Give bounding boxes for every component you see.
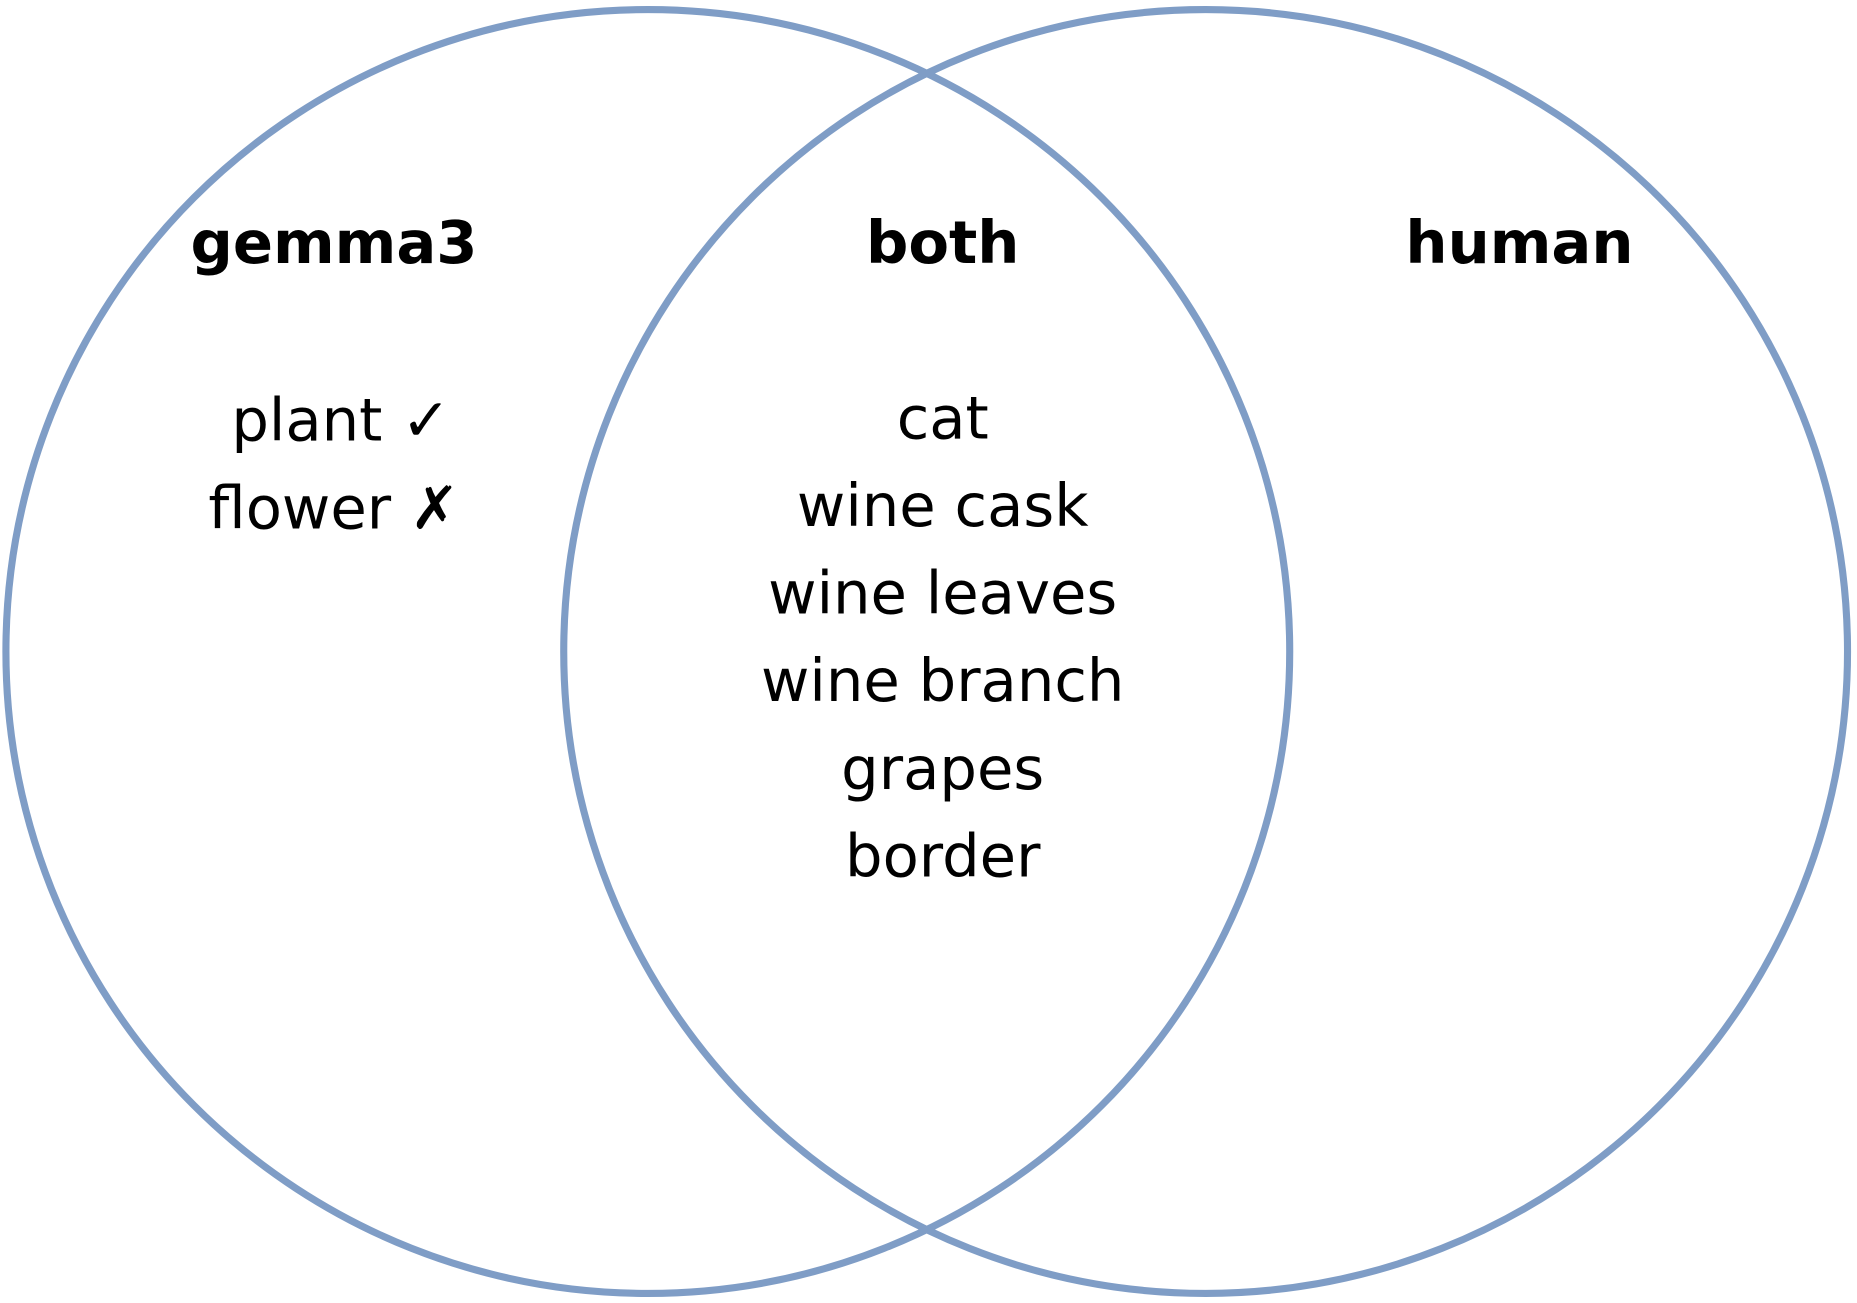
human-title: human [1405, 208, 1633, 277]
both-item: wine branch [761, 646, 1124, 715]
both-item: border [845, 822, 1041, 891]
gemma3-item: flower ✗ [208, 473, 459, 542]
both-title: both [866, 208, 1020, 277]
gemma3-title: gemma3 [190, 208, 477, 277]
both-item: grapes [841, 734, 1044, 803]
gemma3-circle [2, 6, 1294, 1297]
gemma3-item: plant ✓ [231, 386, 450, 455]
both-item: cat [897, 383, 989, 452]
both-item: wine cask [797, 471, 1089, 540]
both-item: wine leaves [768, 559, 1117, 628]
human-circle [560, 6, 1852, 1297]
